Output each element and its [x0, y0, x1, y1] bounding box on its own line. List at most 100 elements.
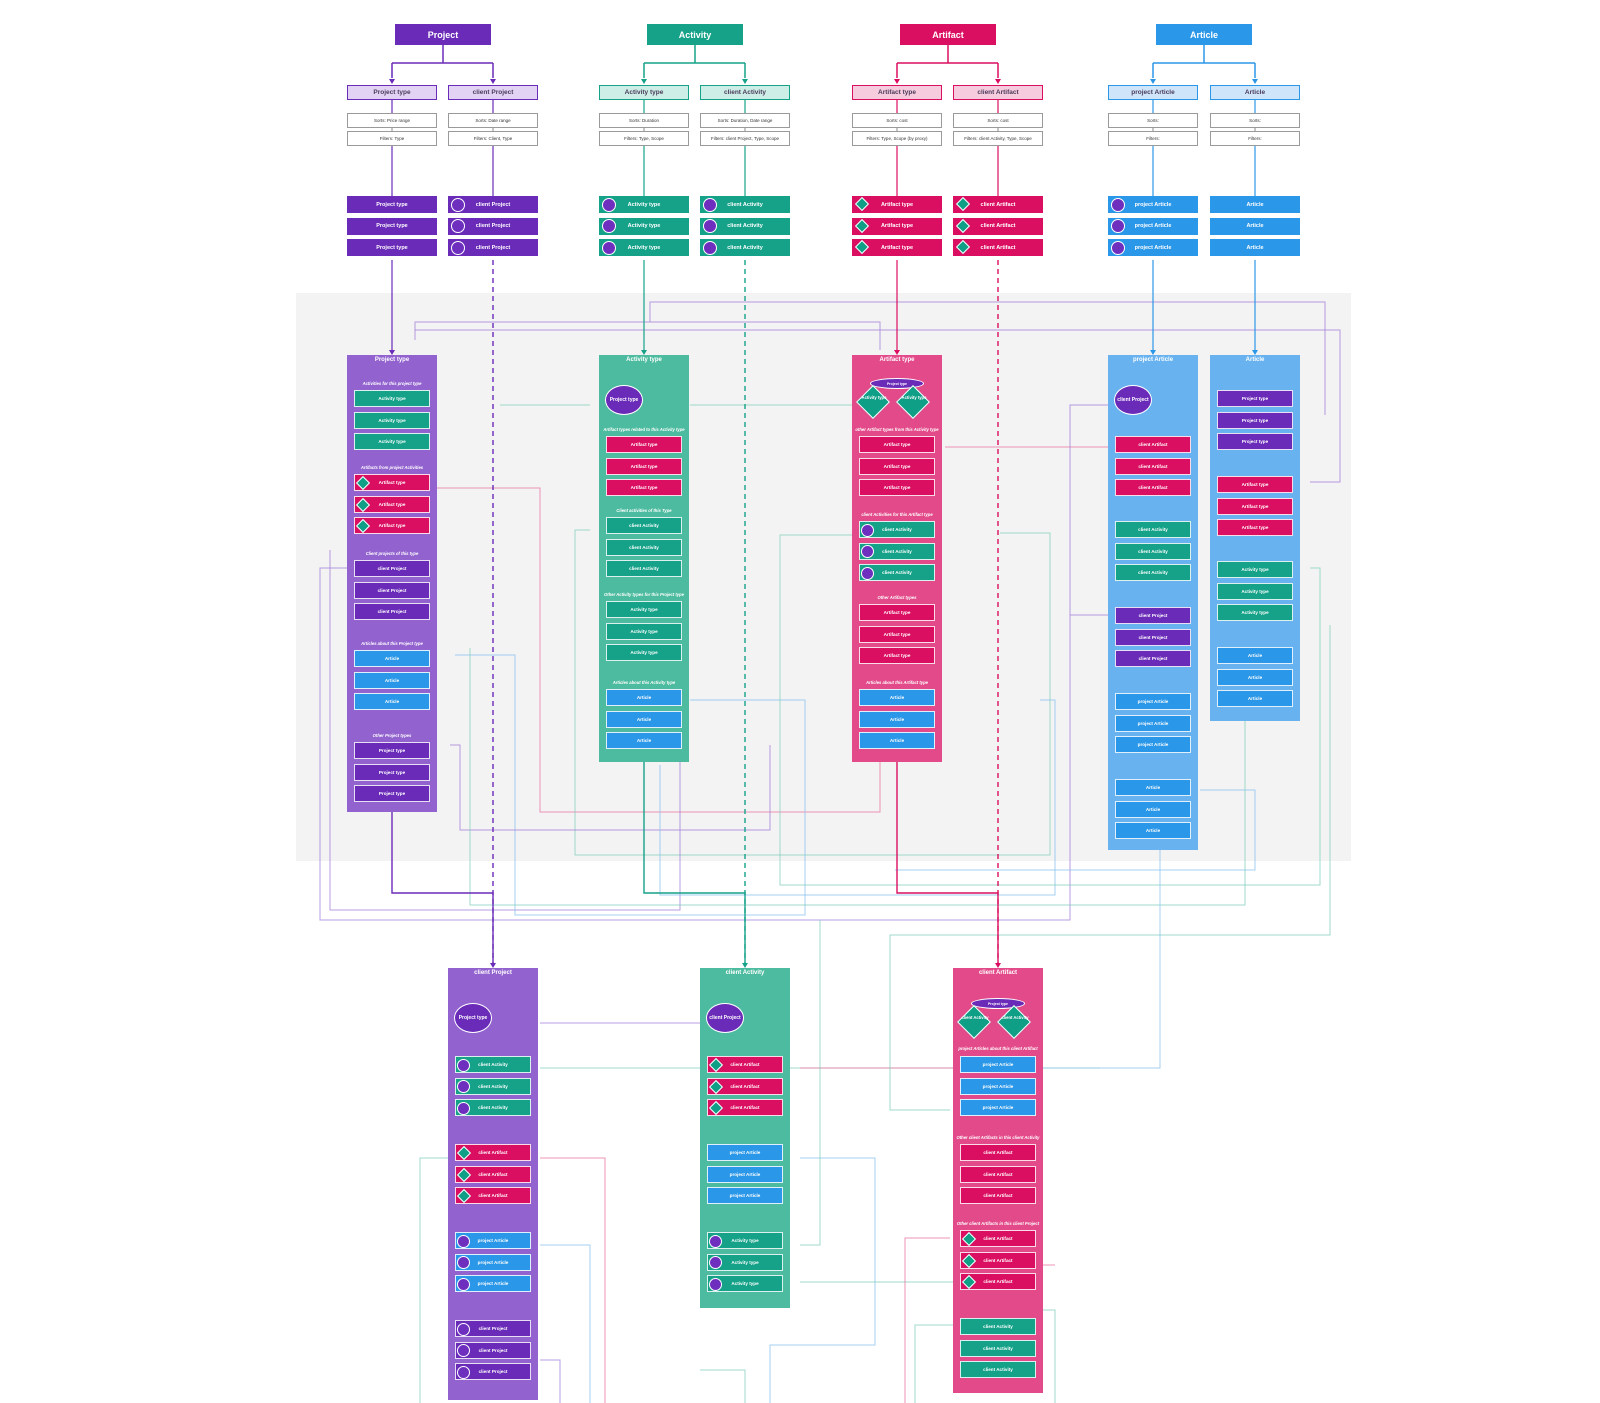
column-item[interactable]: Article	[1115, 800, 1191, 818]
column-item[interactable]: project Article	[455, 1275, 531, 1292]
column-item[interactable]: Artifact type	[859, 604, 935, 621]
client-activity-diamond[interactable]	[997, 1005, 1031, 1039]
a-type-box[interactable]: Article	[1210, 85, 1300, 100]
column-item[interactable]: Article	[1217, 668, 1293, 686]
column-item[interactable]: Article	[1115, 822, 1191, 839]
column-item[interactable]: client Activity	[960, 1318, 1036, 1335]
column-item[interactable]: project Article	[707, 1144, 783, 1161]
column-item[interactable]: client Artifact	[960, 1251, 1036, 1269]
column-item[interactable]: client Artifact	[707, 1077, 783, 1095]
a-list-item[interactable]: Article	[1210, 239, 1300, 256]
cr-list-item[interactable]: client Artifact	[953, 196, 1043, 213]
column-item[interactable]: Artifact type	[859, 479, 935, 496]
column-item[interactable]: client Artifact	[455, 1165, 531, 1183]
activity-type-diamond[interactable]	[896, 385, 930, 419]
column-item[interactable]: Activity type	[606, 622, 682, 640]
column-item[interactable]: client Artifact	[707, 1099, 783, 1116]
column-item[interactable]: client Artifact	[455, 1187, 531, 1204]
cp-list-item[interactable]: client Project	[448, 217, 538, 235]
ca-list-item[interactable]: client Activity	[700, 196, 790, 213]
pa-list-item[interactable]: project Article	[1108, 239, 1198, 256]
column-item[interactable]: Activity type	[354, 390, 430, 407]
column-item[interactable]: client Project	[455, 1341, 531, 1359]
column-item[interactable]: Activity type	[606, 601, 682, 618]
column-item[interactable]: client Artifact	[1115, 457, 1191, 475]
column-item[interactable]: client Activity	[859, 521, 935, 538]
column-item[interactable]: Activity type	[707, 1232, 783, 1249]
column-item[interactable]: client Artifact	[960, 1273, 1036, 1290]
project-type-ellipse[interactable]: Project type	[870, 378, 924, 389]
pa-list-item[interactable]: project Article	[1108, 196, 1198, 213]
column-item[interactable]: client Artifact	[960, 1187, 1036, 1204]
column-item[interactable]: Article	[1217, 647, 1293, 664]
artifact-root-header[interactable]: Artifact	[900, 24, 996, 45]
column-item[interactable]: client Artifact	[960, 1230, 1036, 1247]
column-item[interactable]: project Article	[455, 1232, 531, 1249]
column-item[interactable]: client Project	[354, 560, 430, 577]
cr-list-item[interactable]: client Artifact	[953, 239, 1043, 256]
column-item[interactable]: Article	[859, 689, 935, 706]
cp-list-item[interactable]: client Project	[448, 196, 538, 213]
ca-list-item[interactable]: client Activity	[700, 217, 790, 235]
activity-type-diamond[interactable]	[856, 385, 890, 419]
cr-list-item[interactable]: client Artifact	[953, 217, 1043, 235]
column-item[interactable]: project Article	[707, 1165, 783, 1183]
column-item[interactable]: client Activity	[1115, 542, 1191, 560]
client-project-circle[interactable]: client Project	[706, 1003, 744, 1033]
column-item[interactable]: Artifact type	[1217, 476, 1293, 493]
column-item[interactable]: client Project	[1115, 628, 1191, 646]
column-item[interactable]: Artifact type	[606, 436, 682, 453]
column-item[interactable]: client Activity	[606, 538, 682, 556]
column-item[interactable]: client Project	[455, 1363, 531, 1380]
pt-list-item[interactable]: Project type	[347, 196, 437, 213]
column-item[interactable]: client Artifact	[1115, 479, 1191, 496]
column-item[interactable]: project Article	[1115, 736, 1191, 753]
column-item[interactable]: client Activity	[859, 564, 935, 581]
column-item[interactable]: client Activity	[1115, 564, 1191, 581]
pt-list-item[interactable]: Project type	[347, 239, 437, 256]
column-item[interactable]: client Artifact	[1115, 436, 1191, 453]
article-root-header[interactable]: Article	[1156, 24, 1252, 45]
column-item[interactable]: Activity type	[707, 1275, 783, 1292]
column-item[interactable]: Activity type	[1217, 582, 1293, 600]
at-list-item[interactable]: Activity type	[599, 196, 689, 213]
project-type-ellipse[interactable]: Project type	[971, 998, 1025, 1009]
column-item[interactable]: client Activity	[960, 1339, 1036, 1357]
column-item[interactable]: client Activity	[455, 1056, 531, 1073]
column-item[interactable]: client Activity	[859, 542, 935, 560]
column-item[interactable]: Artifact type	[606, 479, 682, 496]
column-item[interactable]: project Article	[1115, 693, 1191, 710]
column-item[interactable]: client Activity	[455, 1099, 531, 1116]
column-item[interactable]: Artifact type	[1217, 519, 1293, 536]
column-item[interactable]: client Project	[354, 603, 430, 620]
a-list-item[interactable]: Article	[1210, 217, 1300, 235]
column-item[interactable]: Article	[1217, 690, 1293, 707]
activity-root-header[interactable]: Activity	[647, 24, 743, 45]
ar-type-box[interactable]: Artifact type	[852, 85, 942, 100]
project-type-circle[interactable]: Project type	[454, 1003, 492, 1033]
column-item[interactable]: client Artifact	[707, 1056, 783, 1073]
column-item[interactable]: Artifact type	[354, 474, 430, 491]
column-item[interactable]: client Project	[1115, 607, 1191, 624]
column-item[interactable]: Artifact type	[859, 647, 935, 664]
column-item[interactable]: Article	[606, 732, 682, 749]
pa-list-item[interactable]: project Article	[1108, 217, 1198, 235]
column-item[interactable]: Project type	[1217, 390, 1293, 407]
column-item[interactable]: client Project	[354, 581, 430, 599]
column-item[interactable]: project Article	[960, 1099, 1036, 1116]
column-item[interactable]: Article	[606, 710, 682, 728]
column-item[interactable]: client Activity	[960, 1361, 1036, 1378]
column-item[interactable]: Activity type	[354, 411, 430, 429]
client-project-circle[interactable]: client Project	[1114, 385, 1152, 415]
column-item[interactable]: client Activity	[606, 560, 682, 577]
column-item[interactable]: client Project	[1115, 650, 1191, 667]
pt-list-item[interactable]: Project type	[347, 217, 437, 235]
column-item[interactable]: Article	[354, 671, 430, 689]
column-item[interactable]: Article	[1115, 779, 1191, 796]
column-item[interactable]: client Artifact	[960, 1165, 1036, 1183]
pa-type-box[interactable]: project Article	[1108, 85, 1198, 100]
column-item[interactable]: Project type	[1217, 433, 1293, 450]
column-item[interactable]: Activity type	[606, 644, 682, 661]
column-item[interactable]: Artifact type	[859, 436, 935, 453]
column-item[interactable]: project Article	[707, 1187, 783, 1204]
